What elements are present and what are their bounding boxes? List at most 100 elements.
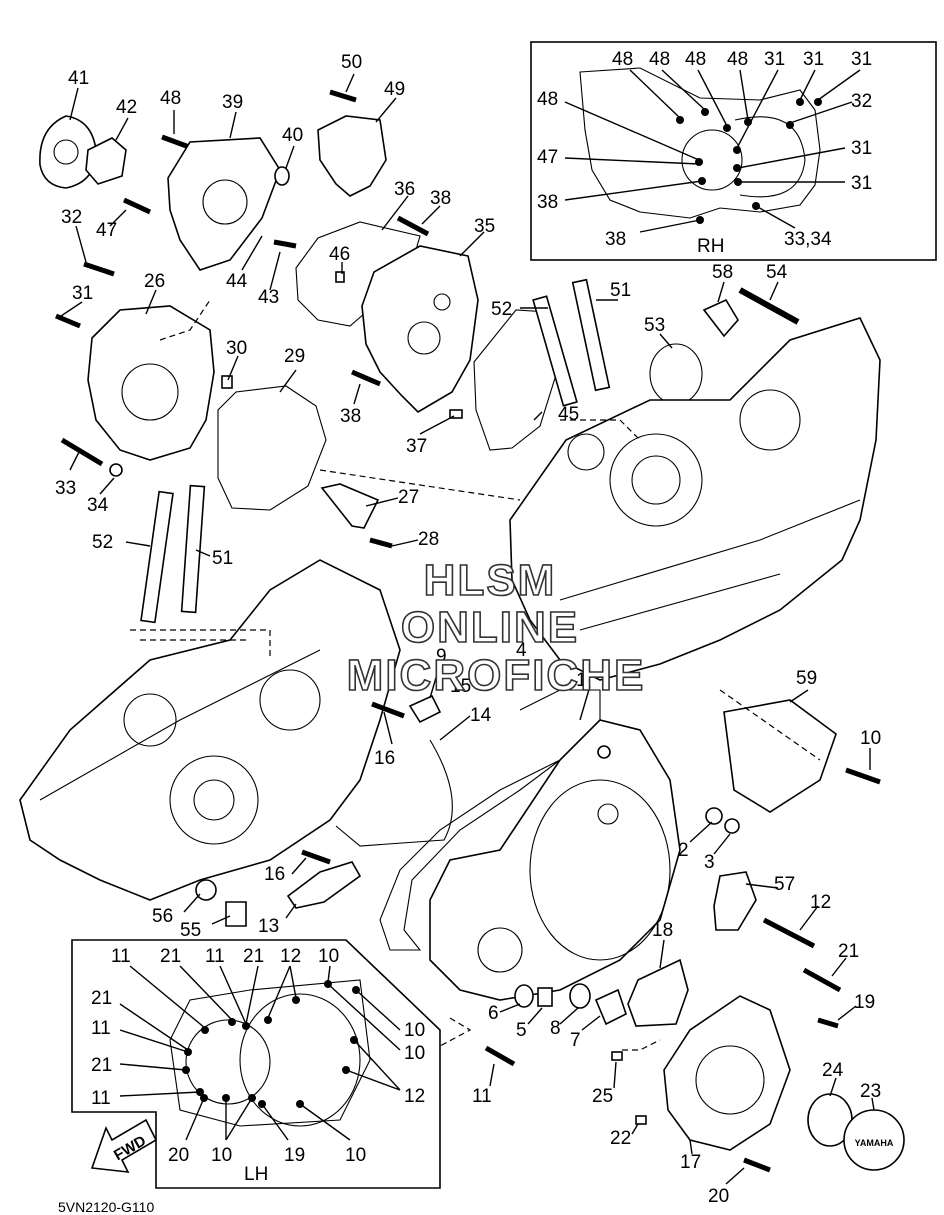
callout-27: 27 — [398, 487, 419, 508]
housing-part-26 — [87, 305, 215, 461]
lh-label: 10 — [404, 1043, 425, 1064]
callout-5: 5 — [516, 1020, 527, 1041]
lh-label: 21 — [243, 946, 264, 967]
gasket-part-29 — [217, 385, 327, 511]
lh-label: 12 — [404, 1086, 425, 1107]
cover-part-49 — [317, 115, 387, 197]
callout-7: 7 — [570, 1030, 581, 1051]
callout-31: 31 — [72, 283, 93, 304]
guide-part-14 — [335, 739, 453, 847]
callout-34: 34 — [87, 495, 109, 516]
callout-57: 57 — [774, 874, 795, 895]
callout-22: 22 — [610, 1128, 631, 1149]
rh-label: 38 — [537, 192, 558, 213]
lh-inset-title: LH — [244, 1164, 268, 1185]
watermark-line-3: MICROFICHE — [347, 651, 646, 700]
callout-38-lower: 38 — [340, 406, 361, 427]
gasket-part-45 — [473, 309, 561, 451]
crankcase-cover-group — [379, 689, 681, 1001]
callout-40: 40 — [282, 125, 303, 146]
callout-51-lower: 51 — [212, 548, 233, 569]
main-callouts: 41 42 48 39 40 50 49 47 44 43 36 38 35 4… — [55, 52, 881, 1207]
plate-part-58 — [702, 298, 739, 338]
bracket-part-27 — [320, 483, 380, 529]
callout-55: 55 — [180, 920, 201, 941]
rh-label: 38 — [605, 229, 626, 250]
lh-label: 21 — [91, 988, 112, 1009]
callout-10: 10 — [860, 728, 881, 749]
lh-label: 10 — [404, 1020, 425, 1041]
bracket-part-9 — [408, 694, 442, 724]
callout-36: 36 — [394, 179, 415, 200]
stud-bolts-left — [140, 484, 206, 624]
diagram-code: 5VN2120-G110 — [58, 1199, 154, 1215]
gasket-part-4 — [379, 689, 601, 951]
lh-label: 20 — [168, 1145, 189, 1166]
callout-41: 41 — [68, 68, 89, 89]
callout-20: 20 — [708, 1186, 729, 1207]
right-crankcase-body — [509, 317, 881, 681]
callout-44: 44 — [226, 271, 248, 292]
plug-part-7 — [594, 988, 627, 1026]
mid-parts — [286, 694, 453, 909]
callout-1: 1 — [576, 670, 587, 691]
callout-16-lower: 16 — [264, 864, 285, 885]
callout-16-upper: 16 — [374, 748, 395, 769]
callout-43: 43 — [258, 287, 279, 308]
cover-part-35 — [361, 245, 479, 414]
rh-cover-edge — [734, 116, 806, 198]
rh-label: 31 — [803, 49, 824, 70]
callout-56: 56 — [152, 906, 173, 927]
rh-label: 48 — [612, 49, 633, 70]
rh-label: 48 — [649, 49, 670, 70]
o-ring-part-53 — [649, 343, 703, 405]
watermark: HLSM ONLINE MICROFICHE — [346, 555, 646, 701]
rh-leader-lines — [564, 69, 861, 233]
lh-label: 11 — [205, 946, 225, 967]
callout-52-upper: 52 — [491, 299, 512, 320]
callout-8: 8 — [550, 1018, 561, 1039]
callout-28: 28 — [418, 529, 439, 550]
lh-label: 10 — [318, 946, 339, 967]
cover-part-39 — [167, 137, 281, 271]
right-crankcase — [509, 317, 881, 681]
fwd-arrow-icon: FWD — [90, 1118, 158, 1173]
bracket-part-57 — [713, 871, 757, 931]
callout-11: 11 — [472, 1086, 492, 1107]
callout-49: 49 — [384, 79, 405, 100]
rh-case-outline — [579, 67, 821, 219]
callout-25: 25 — [592, 1086, 613, 1107]
rh-case-bore — [681, 129, 743, 191]
rh-label: 31 — [851, 138, 872, 159]
callout-42: 42 — [116, 97, 137, 118]
callout-37: 37 — [406, 436, 427, 457]
callout-59: 59 — [796, 668, 817, 689]
watermark-line-2: ONLINE — [401, 603, 579, 652]
lh-inset: 11 21 11 21 12 10 21 11 10 10 21 11 12 2… — [71, 939, 441, 1189]
rh-label: 48 — [727, 49, 748, 70]
lh-leader-lines — [119, 965, 401, 1141]
callout-26: 26 — [144, 271, 165, 292]
callout-58: 58 — [712, 262, 733, 283]
callout-21: 21 — [838, 941, 859, 962]
lh-inset-labels: 11 21 11 21 12 10 21 11 10 10 21 11 12 2… — [91, 946, 425, 1185]
rh-label: 32 — [851, 91, 872, 112]
rh-label: 31 — [851, 173, 872, 194]
callout-30: 30 — [226, 338, 247, 359]
callout-9: 9 — [436, 646, 447, 667]
lh-label: 11 — [91, 1018, 111, 1039]
watermark-line-1: HLSM — [424, 556, 557, 605]
plate-part-13 — [286, 861, 362, 909]
lh-label: 11 — [91, 1088, 111, 1109]
callout-19: 19 — [854, 992, 875, 1013]
callout-18: 18 — [652, 920, 673, 941]
main-leader-lines — [57, 73, 875, 1185]
callout-52-lower: 52 — [92, 532, 113, 553]
lh-label: 21 — [91, 1055, 112, 1076]
stud-bolts-right — [532, 278, 800, 407]
callout-15: 15 — [450, 676, 471, 697]
rh-label: 33,34 — [784, 229, 832, 250]
plug-part-55 — [225, 901, 247, 927]
alignment-lines — [130, 299, 821, 1051]
